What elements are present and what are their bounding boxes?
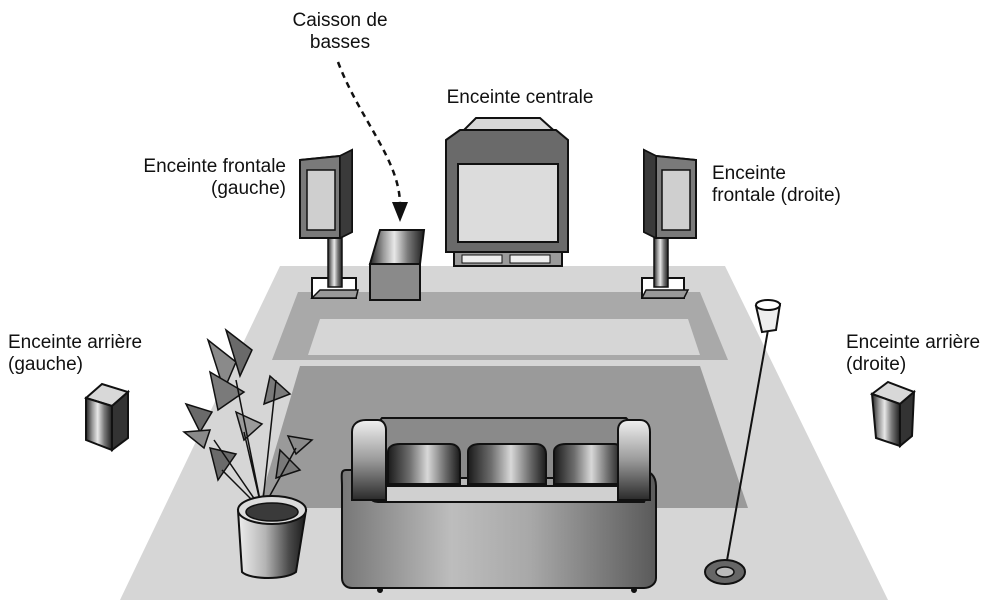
front-right-speaker	[640, 148, 697, 299]
floor-lamp	[704, 299, 782, 585]
subwoofer	[368, 229, 426, 301]
rear-left-speaker-label-line1: Enceinte arrière	[8, 332, 143, 353]
center-speaker-label-line1: Enceinte centrale	[446, 87, 594, 108]
front-left-speaker-label: Enceinte frontale (gauche)	[96, 156, 286, 200]
front-rug-inner	[308, 319, 700, 355]
rear-left-speaker	[83, 382, 131, 452]
subwoofer-label: Caisson de basses	[270, 10, 410, 54]
subwoofer-pointer-arrow	[336, 61, 408, 222]
center-speaker-tv	[445, 117, 569, 267]
subwoofer-label-line2: basses	[309, 32, 371, 53]
front-right-speaker-label-line1: Enceinte	[712, 163, 786, 184]
subwoofer-label-line1: Caisson de	[292, 10, 388, 31]
front-left-speaker-label-line2: (gauche)	[211, 178, 286, 199]
front-left-speaker	[299, 148, 359, 299]
rear-left-speaker-label: Enceinte arrière (gauche)	[8, 332, 208, 376]
front-right-speaker-label-line2: frontale (droite)	[712, 185, 841, 206]
front-right-speaker-label: Enceinte frontale (droite)	[712, 163, 902, 207]
center-speaker-label: Enceinte centrale	[420, 87, 620, 109]
rear-right-speaker	[869, 380, 916, 449]
rear-right-speaker-label-line1: Enceinte arrière	[846, 332, 981, 353]
sofa	[340, 417, 657, 593]
rear-right-speaker-label: Enceinte arrière (droite)	[846, 332, 1006, 376]
rear-left-speaker-label-line2: (gauche)	[8, 354, 83, 375]
potted-plant	[182, 327, 314, 579]
front-left-speaker-label-line1: Enceinte frontale	[143, 156, 286, 177]
rear-right-speaker-label-line2: (droite)	[846, 354, 907, 375]
